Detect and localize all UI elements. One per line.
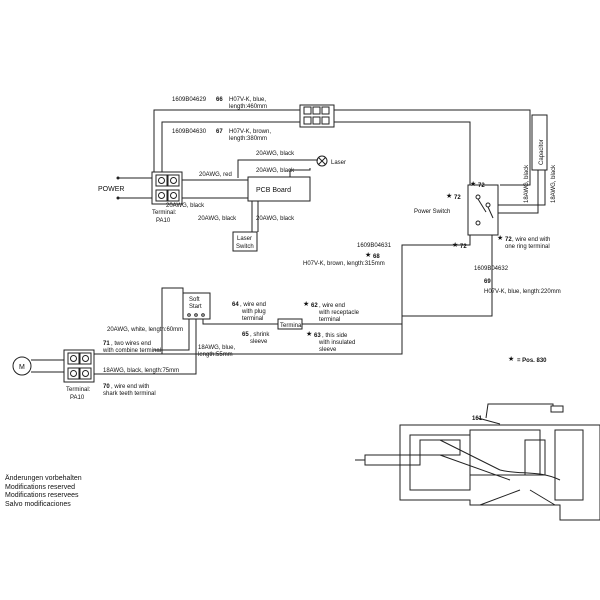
- svg-text:★: ★: [303, 300, 309, 308]
- terminal-bottom-line1: Terminal:: [66, 387, 91, 393]
- wire72-end-2: one ring terminal: [505, 244, 550, 250]
- wire66-part: 1609B04629: [172, 97, 207, 103]
- wire72-end-1: , wire end with: [512, 237, 550, 243]
- wire72-end-num: 72: [505, 237, 512, 243]
- svg-text:★: ★: [470, 180, 476, 188]
- terminal-top-line1: Terminal:: [152, 210, 177, 216]
- motor: M: [12, 356, 64, 376]
- wire67-desc2: length:380mm: [229, 136, 267, 142]
- wire69-num: 69: [484, 279, 491, 285]
- wire67-desc1: H07V-K, brown,: [229, 129, 271, 135]
- wire64-3: terminal: [242, 316, 263, 322]
- power-input: POWER: [98, 176, 152, 200]
- terminal-bottom-line2: PA10: [70, 395, 85, 401]
- wire66-num: 66: [216, 97, 223, 103]
- wire-cap2: 18AWG, black: [551, 164, 557, 203]
- soft-start-line1: Soft: [189, 297, 200, 303]
- wire70-num: 70: [103, 384, 110, 390]
- wire-20awg-black-laser1: 20AWG, black: [256, 151, 295, 157]
- wire65-2: sleeve: [250, 339, 268, 345]
- wire161-label: 161: [472, 416, 483, 422]
- wire63-num: 63: [314, 333, 321, 339]
- wire72-c: 72: [460, 244, 467, 250]
- wire65-1: , shrink: [250, 332, 270, 338]
- pcb-label: PCB Board: [256, 187, 291, 194]
- wire-blue18-1: 18AWG, blue,: [198, 345, 235, 351]
- wire68-desc: H07V-K, brown, length:315mm: [303, 261, 385, 267]
- wire64-num: 64: [232, 302, 239, 308]
- wire62-3: terminal: [319, 317, 340, 323]
- power-label: POWER: [98, 186, 124, 193]
- wire68-num: 68: [373, 254, 380, 260]
- svg-text:★: ★: [306, 330, 312, 338]
- wire70-1: , wire end with: [111, 384, 149, 390]
- wire63-2: with insulated: [318, 340, 355, 346]
- wire-20awg-black-sw2: 20AWG, black: [256, 216, 295, 222]
- motor-label: M: [19, 364, 25, 371]
- connector-top: [299, 104, 335, 128]
- wire-20awg-black-laser2: 20AWG, black: [256, 168, 295, 174]
- svg-text:★: ★: [497, 234, 503, 242]
- wire62-1: , wire end: [319, 303, 345, 309]
- terminal-top-line2: PA10: [156, 218, 171, 224]
- soft-start: Soft Start: [182, 292, 211, 320]
- terminal-block-bottom: Terminal: PA10: [63, 349, 95, 401]
- wire71-2: with combine terminal: [102, 348, 161, 354]
- wire71-num: 71: [103, 341, 110, 347]
- capacitor-label: Capacitor: [539, 139, 545, 165]
- wire65-num: 65: [242, 332, 249, 338]
- soft-start-line2: Start: [189, 304, 202, 310]
- footnote-line: Modifications reserved: [5, 483, 76, 491]
- terminal-block-top: Terminal: PA10: [151, 171, 183, 224]
- wire69-part: 1609B04632: [474, 266, 509, 272]
- pcb-board: PCB Board: [247, 176, 311, 202]
- capacitor: Capacitor: [531, 114, 548, 171]
- wire66-desc2: length:460mm: [229, 104, 267, 110]
- wire-cap1: 18AWG, black: [524, 164, 530, 203]
- footnote-line: Änderungen vorbehalten: [5, 475, 82, 482]
- wire-white: 20AWG, white, length:60mm: [107, 327, 183, 333]
- wire-20awg-black-sw1: 20AWG, black: [198, 216, 237, 222]
- wire66-desc1: H07V-K, blue,: [229, 97, 266, 103]
- wire71-1: , two wires end: [111, 341, 151, 347]
- laser-switch: Laser Switch: [232, 231, 258, 252]
- terminal-mid-label: Terminal: [280, 323, 303, 329]
- footnote: Änderungen vorbehalten Modifications res…: [5, 475, 82, 509]
- wire63-1: , this side: [322, 333, 348, 339]
- legend-pos: = Pos. 830: [517, 358, 547, 364]
- wire-blue18-2: length:55mm: [198, 352, 233, 358]
- wire70-2: shark teeth terminal: [103, 391, 156, 397]
- footnote-line: Modifications reservees: [5, 492, 79, 499]
- footnote-line: Salvo modificaciones: [5, 500, 71, 508]
- wire62-2: with receptacle: [318, 310, 360, 316]
- laser-switch-line1: Laser: [237, 236, 252, 242]
- wire67-num: 67: [216, 129, 223, 135]
- wire-20awg-black-power: 20AWG, black: [166, 203, 205, 209]
- wire72-a: 72: [478, 183, 485, 189]
- wire63-3: sleeve: [319, 347, 337, 353]
- wire-20awg-red: 20AWG, red: [199, 172, 232, 178]
- wire-black18-75: 18AWG, black, length:75mm: [103, 368, 179, 374]
- wire64-2: with plug: [241, 309, 266, 315]
- laser-lamp: Laser: [316, 155, 346, 167]
- terminal-mid: Terminal: [277, 318, 303, 330]
- svg-text:★: ★: [508, 355, 514, 363]
- wire69-desc: H07V-K, blue, length:220mm: [484, 289, 561, 295]
- laser-switch-line2: Switch: [236, 244, 254, 250]
- wire72-b: 72: [454, 195, 461, 201]
- power-switch-label: Power Switch: [414, 209, 450, 215]
- laser-label: Laser: [331, 160, 346, 166]
- wire68-part: 1609B04631: [357, 243, 392, 249]
- svg-text:★: ★: [446, 192, 452, 200]
- power-switch: Power Switch: [414, 184, 499, 236]
- wire62-num: 62: [311, 303, 318, 309]
- wire64-1: , wire end: [240, 302, 266, 308]
- wire67-part: 1609B04630: [172, 129, 207, 135]
- svg-text:★: ★: [365, 251, 371, 259]
- tool-illustration: 161: [355, 403, 600, 521]
